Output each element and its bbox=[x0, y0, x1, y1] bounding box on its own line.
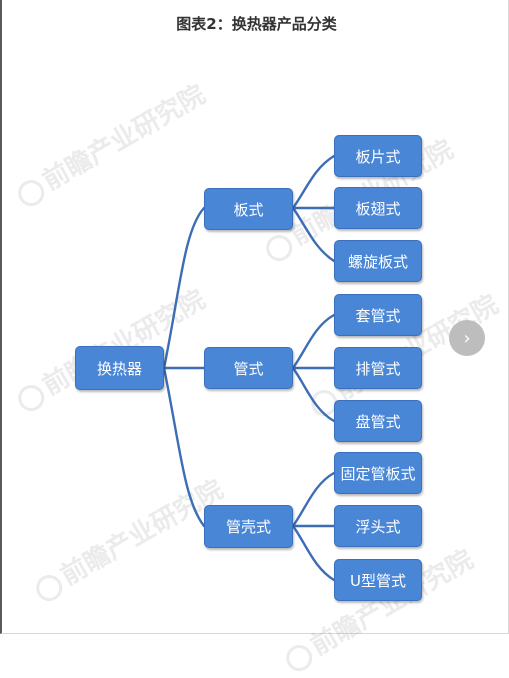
connector-tube-to-child-3 bbox=[291, 366, 336, 423]
next-button[interactable]: › bbox=[449, 320, 485, 356]
node-leaf: 固定管板式 bbox=[334, 452, 422, 494]
connector-root-to-plate bbox=[162, 206, 206, 370]
tree-connectors bbox=[162, 154, 336, 582]
chevron-right-icon: › bbox=[463, 327, 471, 349]
connector-root-to-shell bbox=[162, 366, 206, 528]
node-category-tube: 管式 bbox=[204, 347, 293, 389]
connector-plate-to-child-3 bbox=[291, 206, 336, 263]
node-category-shell-and-tube: 管壳式 bbox=[204, 505, 293, 548]
connector-plate-to-child-1 bbox=[291, 154, 336, 210]
node-root: 换热器 bbox=[75, 346, 164, 390]
node-leaf: 螺旋板式 bbox=[334, 240, 422, 282]
node-leaf: 排管式 bbox=[334, 347, 422, 389]
watermark-logo-icon bbox=[281, 639, 317, 676]
node-leaf: 套管式 bbox=[334, 294, 422, 336]
node-leaf: 板翅式 bbox=[334, 187, 422, 229]
connector-shell-to-child-3 bbox=[291, 524, 336, 582]
node-leaf: 浮头式 bbox=[334, 505, 422, 547]
connector-tube-to-child-1 bbox=[291, 313, 336, 370]
node-leaf: 板片式 bbox=[334, 135, 422, 177]
connector-shell-to-child-1 bbox=[291, 471, 336, 528]
node-leaf: 盘管式 bbox=[334, 400, 422, 442]
page-title: 图表2：换热器产品分类 bbox=[176, 15, 337, 33]
node-leaf: U型管式 bbox=[334, 559, 422, 601]
node-category-plate: 板式 bbox=[204, 188, 293, 230]
